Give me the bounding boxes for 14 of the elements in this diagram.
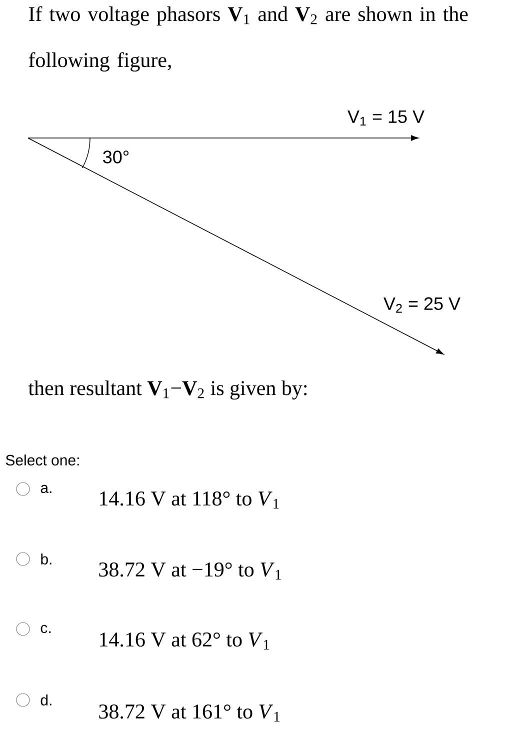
option-letter: a. [40,484,52,494]
answer-option: 38.72 V at 161° to V$_{1}$ [99,704,280,722]
answer-option: 14.16 V at 118° to V$_{1}$ [100,491,279,509]
option-letter: c. [40,624,50,634]
phasor-label: V$_{2}$ = 25 V [384,297,460,313]
answer-option: 14.16 V at 62° to V$_{1}$ [100,632,270,650]
option-letter: d. [40,694,52,706]
prompt-text: Select one: [6,454,79,466]
question-text: then resultant V$_{1}$−V$_{2}$ is given by: [28,380,307,400]
question-text: If two voltage phasors V$_{1}$ and V$_{2}$ are shown in the following figure, [28,6,468,72]
angle-label: 30° [103,150,129,164]
phasor-label: V$_{1}$ = 15 V [348,110,424,126]
answer-option: 38.72 V at −19° to V$_{1}$ [99,562,281,580]
option-letter: b. [41,554,52,564]
